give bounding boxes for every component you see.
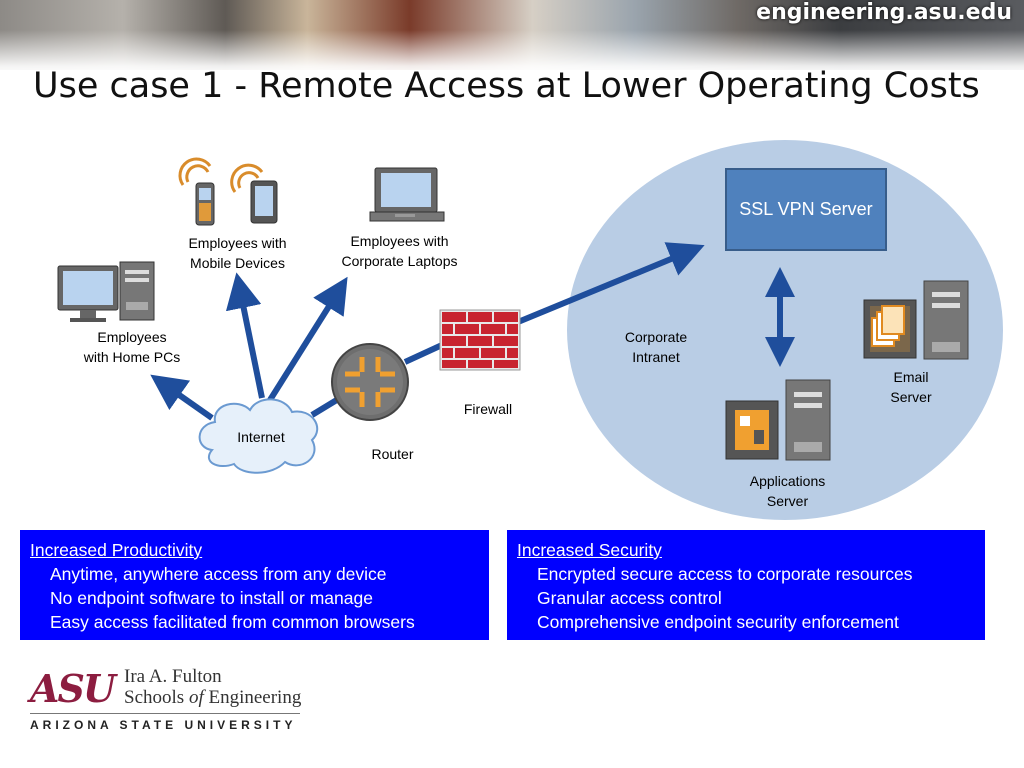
applications-server-icon xyxy=(725,379,831,461)
logo-school-line1: Ira A. Fulton xyxy=(124,666,222,687)
label-applications-server: Applications Server xyxy=(749,473,826,509)
banner-fade xyxy=(0,30,1024,75)
internet-cloud-icon xyxy=(198,398,319,474)
logo-divider xyxy=(30,713,300,714)
label-home-pcs: Employees with Home PCs xyxy=(83,329,181,365)
productivity-heading: Increased Productivity xyxy=(30,540,203,560)
productivity-item: Easy access facilitated from common brow… xyxy=(50,612,415,632)
security-item: Granular access control xyxy=(537,588,722,608)
desktop-pc-icon xyxy=(57,261,155,322)
label-firewall: Firewall xyxy=(463,401,513,417)
link-router-firewall xyxy=(403,342,444,365)
arrow-to-mobile xyxy=(225,272,265,399)
logo-text-of: of xyxy=(188,687,204,708)
link-internet-router xyxy=(310,395,342,418)
asu-logo: ASU xyxy=(30,666,116,711)
label-mobile-devices: Employees with Mobile Devices xyxy=(188,235,287,271)
laptop-icon xyxy=(369,167,445,222)
security-box: Increased Security Encrypted secure acce… xyxy=(507,530,985,640)
mobile-phone-icon xyxy=(178,157,215,226)
arrow-to-laptops xyxy=(267,276,348,402)
site-url[interactable]: engineering.asu.edu xyxy=(756,0,1012,25)
label-email-server: Email Server xyxy=(890,369,932,405)
security-item: Encrypted secure access to corporate res… xyxy=(537,564,913,584)
productivity-item: No endpoint software to install or manag… xyxy=(50,588,373,608)
label-internet: Internet xyxy=(237,429,285,445)
logo-text-schools: Schools xyxy=(124,687,189,708)
productivity-item: Anytime, anywhere access from any device xyxy=(50,564,387,584)
logo-university: ARIZONA STATE UNIVERSITY xyxy=(30,718,297,732)
logo-text-engineering: Engineering xyxy=(203,687,302,708)
arrow-to-home-pcs xyxy=(150,374,214,421)
label-corporate-laptops: Employees with Corporate Laptops xyxy=(341,233,458,269)
arrow-to-vpn xyxy=(516,242,705,325)
slide-title: Use case 1 - Remote Access at Lower Oper… xyxy=(33,66,980,106)
router-icon xyxy=(331,343,409,421)
label-router: Router xyxy=(371,446,414,462)
security-item: Comprehensive endpoint security enforcem… xyxy=(537,612,899,632)
productivity-box: Increased Productivity Anytime, anywhere… xyxy=(20,530,489,640)
email-server-icon xyxy=(863,280,969,360)
logo-school-line2: Schools of Engineering xyxy=(124,687,301,709)
label-corporate-intranet: Corporate Intranet xyxy=(624,329,688,365)
smartphone-icon xyxy=(230,163,278,224)
security-heading: Increased Security xyxy=(517,540,662,560)
ssl-vpn-server: SSL VPN Server xyxy=(725,168,887,251)
firewall-icon xyxy=(439,309,521,371)
